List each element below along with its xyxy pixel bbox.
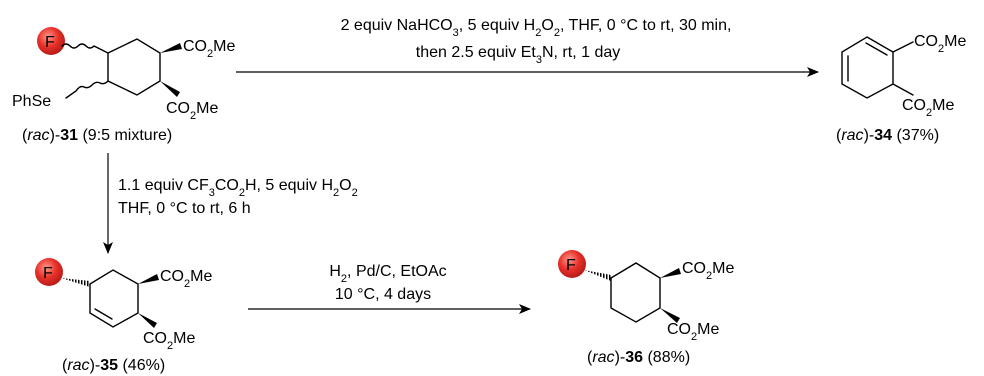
hashed-bond-f [584, 270, 611, 281]
compound-36: F CO2Me CO2Me (rac)-36 (88%) [558, 250, 734, 366]
ester-bottom: CO2Me [166, 100, 218, 122]
ester-top: CO2Me [914, 33, 966, 55]
double-bond-ring-top [865, 42, 888, 56]
compound-label-31: (rac)-31 (9:5 mixture) [22, 127, 172, 144]
ester-top: CO2Me [183, 38, 235, 60]
compound-label-35: (rac)-35 (46%) [62, 357, 165, 374]
bond-ester-top [892, 41, 914, 53]
ring-bonds [107, 38, 161, 96]
fluorine-highlight [558, 250, 586, 278]
fluorine-atom: F [43, 265, 53, 282]
ring-bonds [841, 36, 894, 99]
hashed-bond-f [61, 278, 90, 287]
conditions-down-line2: THF, 0 °C to rt, 6 h [118, 200, 251, 217]
conditions-bottom-line1: H2, Pd/C, EtOAc [329, 263, 446, 285]
compound-label-34: (rac)-34 (37%) [836, 127, 939, 144]
wedge-bond-top [660, 268, 681, 278]
double-bond-ring [94, 308, 113, 320]
fluorine-atom: F [566, 257, 576, 274]
wedge-bond-bottom [138, 313, 157, 328]
ester-bottom: CO2Me [667, 321, 719, 343]
wavy-bond-phse [65, 80, 109, 99]
compound-35: F CO2Me CO2Me (rac)-35 (46%) [35, 258, 212, 374]
conditions-top-line1: 2 equiv NaHCO3, 5 equiv H2O2, THF, 0 °C … [341, 17, 732, 39]
conditions-bottom-line2: 10 °C, 4 days [335, 286, 431, 303]
reaction-arrow-down: 1.1 equiv CF3CO2H, 5 equiv H2O2 THF, 0 °… [103, 153, 358, 254]
wedge-bond-top [160, 43, 182, 53]
wedge-bond-bottom [160, 81, 180, 97]
fluorine-highlight [35, 258, 63, 286]
wedge-bond-bottom [660, 308, 680, 323]
ring-bonds [610, 262, 661, 323]
ring-bonds [89, 269, 139, 328]
compound-31: F CO2Me CO2Me PhSe (rac)-31 (9:5 mixture… [12, 27, 235, 144]
fluorine-highlight [37, 27, 65, 55]
fluorine-atom: F [45, 34, 55, 51]
compound-label-36: (rac)-36 (88%) [587, 349, 690, 366]
compound-34: CO2Me CO2Me (rac)-34 (37%) [836, 33, 966, 144]
ester-bottom: CO2Me [902, 97, 954, 119]
phse-substituent: PhSe [12, 93, 51, 110]
bond-ester-bottom [892, 83, 914, 96]
wavy-bond-f [61, 43, 109, 54]
conditions-top-line2: then 2.5 equiv Et3N, rt, 1 day [416, 44, 620, 66]
ester-top: CO2Me [682, 260, 734, 282]
ester-top: CO2Me [160, 268, 212, 290]
ester-bottom: CO2Me [143, 330, 195, 352]
conditions-down-line1: 1.1 equiv CF3CO2H, 5 equiv H2O2 [118, 177, 358, 199]
reaction-arrow-bottom: H2, Pd/C, EtOAc 10 °C, 4 days [248, 263, 531, 314]
reaction-arrow-top: 2 equiv NaHCO3, 5 equiv H2O2, THF, 0 °C … [236, 17, 819, 77]
wedge-bond-top [138, 274, 159, 284]
